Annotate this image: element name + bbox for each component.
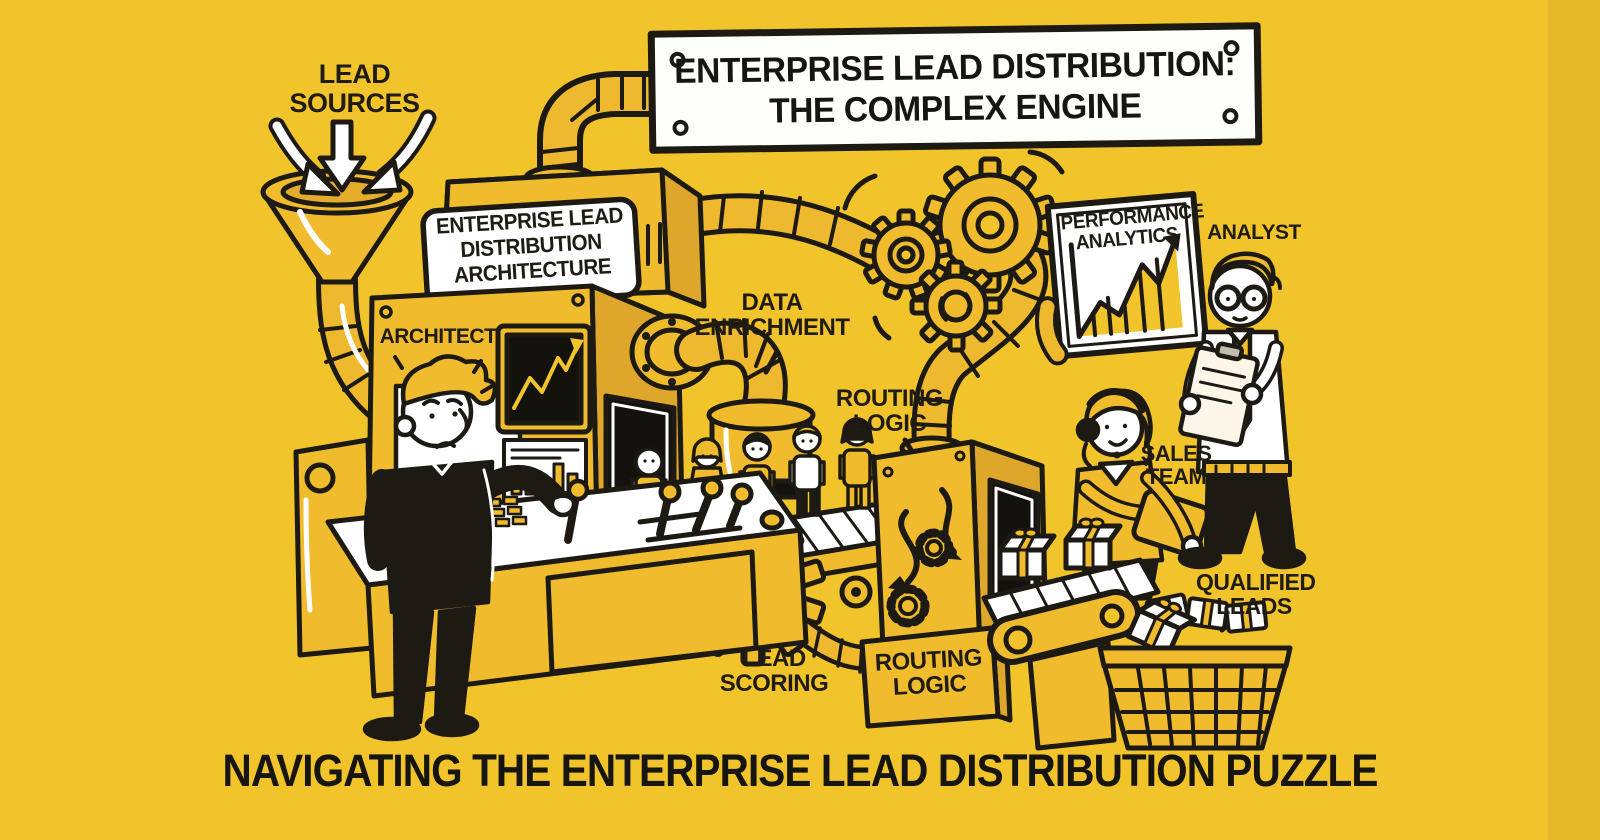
sales-team-label: SALES TEAM: [1134, 442, 1218, 489]
qualified-leads-label: QUALIFIED LEADS: [1196, 569, 1316, 620]
data-enrichment-line-1: DATA: [741, 289, 803, 316]
machine-top-box: [420, 167, 707, 310]
lead-sources-label: LEAD SOURCES: [272, 60, 437, 117]
data-enrichment-line-2: ENRICHMENT: [694, 314, 851, 342]
routing-logic-upper-label: ROUTING LOGIC: [832, 386, 947, 437]
edge-shade: [1548, 0, 1600, 840]
architect-figure: [362, 354, 590, 742]
qualified-leads-line-2: LEADS: [1216, 593, 1292, 620]
qualified-leads-line-1: QUALIFIED: [1196, 569, 1316, 595]
title-banner: [647, 22, 1263, 154]
title-line-2: THE COMPLEX ENGINE: [768, 86, 1142, 131]
lead-scoring-label: LEAD SCORING: [712, 646, 836, 697]
bottom-caption: NAVIGATING THE ENTERPRISE LEAD DISTRIBUT…: [222, 745, 1378, 796]
title-banner-text: ENTERPRISE LEAD DISTRIBUTION: THE COMPLE…: [663, 26, 1246, 150]
lead-scoring-line-2: SCORING: [719, 670, 829, 698]
architect-label: ARCHITECT: [379, 325, 497, 348]
data-enrichment-label: DATA ENRICHMENT: [688, 290, 856, 341]
performance-analytics-board: [1035, 191, 1210, 366]
lead-sources-line-1: LEAD: [318, 59, 391, 89]
analyst-with-clipboard: [1177, 251, 1307, 570]
analyst-label: ANALYST: [1207, 221, 1301, 244]
inbound-arrows-icon: [268, 109, 437, 197]
routing-logic-upper-line-2: LOGIC: [852, 410, 927, 438]
lead-scoring-line-1: LEAD: [742, 645, 806, 672]
leads-basket: [1097, 591, 1293, 751]
routing-logic-upper-line-1: ROUTING: [835, 385, 944, 412]
architecture-sign-text: ENTERPRISE LEAD DISTRIBUTION ARCHITECTUR…: [428, 202, 633, 289]
lead-sources-line-2: SOURCES: [289, 87, 420, 118]
gear-cluster-icon: [842, 149, 1065, 353]
sales-team-line-1: SALES: [1140, 441, 1212, 466]
sales-team-line-2: TEAM: [1145, 464, 1207, 490]
routing-logic-box-label: ROUTING LOGIC: [867, 644, 991, 702]
output-conveyor: [981, 519, 1161, 751]
